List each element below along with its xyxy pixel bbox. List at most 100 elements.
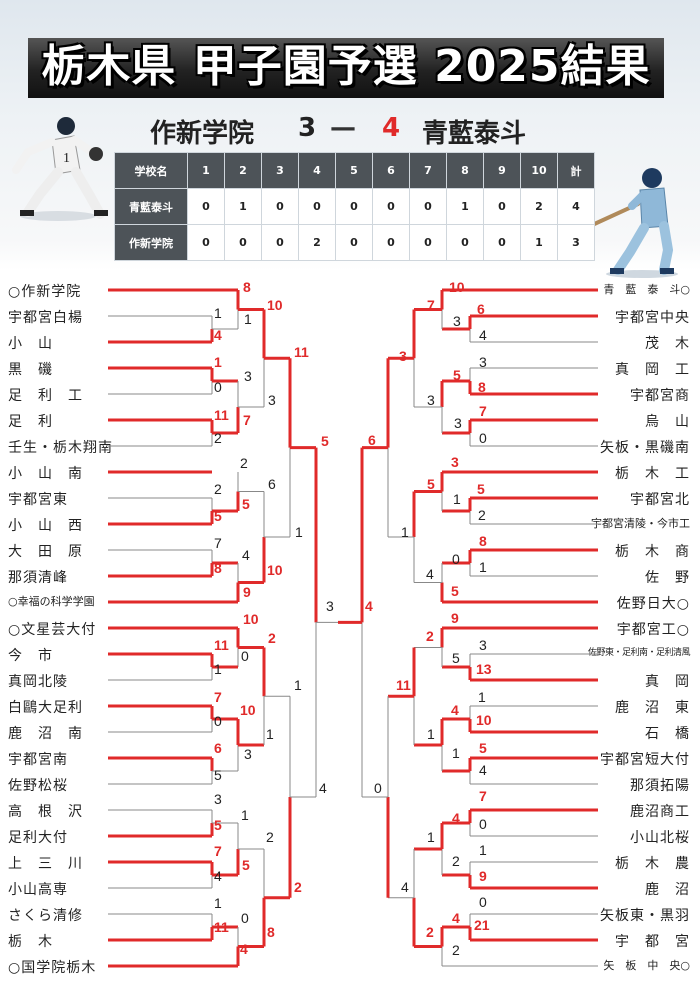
team-name: 宇都宮南 (8, 752, 68, 768)
score-label: 7 (214, 689, 222, 705)
score-label: 10 (267, 297, 283, 313)
score-label: 7 (479, 403, 487, 419)
score-label: 6 (477, 301, 485, 317)
score-cell: 0 (409, 188, 447, 225)
team-name: 佐野東・足利南・足利清風 (587, 648, 691, 658)
team-name: 宇都宮中央 (615, 310, 690, 326)
team-name: 高 根 沢 (8, 804, 83, 820)
score-label: 4 (426, 566, 434, 582)
team-name: 真岡北陵 (8, 674, 68, 690)
score-label: 0 (479, 894, 487, 910)
final-score-b: 4 (382, 113, 401, 143)
score-label: 2 (294, 879, 302, 895)
team-name: 足 利 工 (8, 388, 83, 404)
score-label: 1 (479, 559, 487, 575)
team-name: 矢板東・黒羽 (600, 908, 690, 924)
team-name: 宇都宮白楊 (8, 310, 83, 326)
team-name: ○国学院栃木 (8, 960, 97, 976)
score-label: 0 (241, 648, 249, 664)
score-label: 11 (214, 919, 229, 935)
score-label: 4 (479, 327, 487, 343)
score-label: 1 (427, 726, 435, 742)
score-label: 6 (214, 740, 222, 756)
team-name: 足 利 (8, 414, 53, 430)
score-label: 10 (240, 702, 256, 718)
header-cell: 学校名 (114, 152, 188, 189)
team-name: 茂 木 (645, 336, 690, 352)
score-label: 1 (479, 842, 487, 858)
score-label: 0 (452, 551, 460, 567)
final-team-b: 青藍泰斗 (422, 119, 527, 149)
score-cell: 0 (483, 224, 521, 261)
score-label: 5 (453, 367, 461, 383)
score-label: 1 (295, 524, 303, 540)
score-label: 8 (479, 533, 487, 549)
score-label: 0 (374, 780, 382, 796)
score-cell: 0 (409, 224, 447, 261)
team-name: 宇都宮短大付 (600, 752, 690, 768)
batter-illustration (588, 168, 678, 278)
team-name: 鹿 沼 南 (8, 726, 83, 742)
score-label: 11 (294, 344, 309, 360)
header-cell: 5 (335, 152, 373, 189)
pitcher-illustration: 1 (12, 117, 108, 221)
score-label: 4 (242, 547, 250, 563)
score-label: 4 (401, 879, 409, 895)
score-label: 1 (266, 726, 274, 742)
score-label: 3 (268, 392, 276, 408)
team-name: 栃 木 (8, 934, 53, 950)
score-label: 5 (242, 496, 250, 512)
team-name: 鹿 沼 東 (615, 700, 690, 716)
team-name: 那須清峰 (8, 570, 68, 586)
score-cell: 0 (298, 188, 336, 225)
team-name: 上 三 川 (8, 856, 83, 872)
team-name: 宇都宮北 (630, 492, 690, 508)
score-label: 3 (453, 313, 461, 329)
score-label: 3 (427, 392, 435, 408)
score-label: 2 (426, 628, 434, 644)
score-label: 11 (214, 407, 229, 423)
score-label: 10 (476, 712, 492, 728)
header-cell: 6 (372, 152, 410, 189)
score-label: 5 (479, 740, 487, 756)
score-label: 3 (451, 454, 459, 470)
score-label: 7 (243, 412, 251, 428)
score-label: 9 (243, 584, 251, 600)
score-cell: 2 (520, 188, 558, 225)
score-label: 3 (479, 354, 487, 370)
score-label: 4 (452, 810, 460, 826)
header-cell: 4 (298, 152, 336, 189)
score-label: 4 (214, 868, 222, 884)
score-label: 3 (244, 368, 252, 384)
score-cell: 0 (372, 224, 410, 261)
team-name: 佐 野 (645, 570, 690, 586)
score-cell: 1 (446, 188, 484, 225)
score-label: 3 (454, 415, 462, 431)
score-label: 6 (368, 432, 376, 448)
score-label: 2 (452, 942, 460, 958)
score-label: 2 (214, 430, 222, 446)
score-cell: 1 (520, 224, 558, 261)
team-name: 壬生・栃木翔南 (8, 440, 113, 456)
score-label: 4 (479, 762, 487, 778)
score-label: 3 (479, 637, 487, 653)
score-label: 10 (267, 562, 283, 578)
team-name: 小 山 南 (8, 466, 83, 482)
team-name: 宇都宮工○ (616, 622, 690, 638)
score-label: 2 (266, 829, 274, 845)
score-cell: 0 (261, 188, 299, 225)
score-label: 1 (214, 661, 222, 677)
score-label: 4 (451, 702, 459, 718)
score-label: 4 (319, 780, 327, 796)
title-banner: 栃木県 甲子園予選 2025結果 (28, 38, 664, 98)
team-name: 宇 都 宮 (615, 934, 690, 950)
score-label: 1 (478, 689, 486, 705)
team-name: 真 岡 工 (615, 362, 690, 378)
team-name: 黒 磯 (8, 362, 53, 378)
score-label: 2 (426, 924, 434, 940)
score-label: 2 (214, 481, 222, 497)
team-name: ○文星芸大付 (8, 622, 97, 638)
team-name: さくら清修 (8, 908, 83, 924)
team-name: 白鷗大足利 (8, 700, 83, 716)
score-label: 2 (452, 853, 460, 869)
